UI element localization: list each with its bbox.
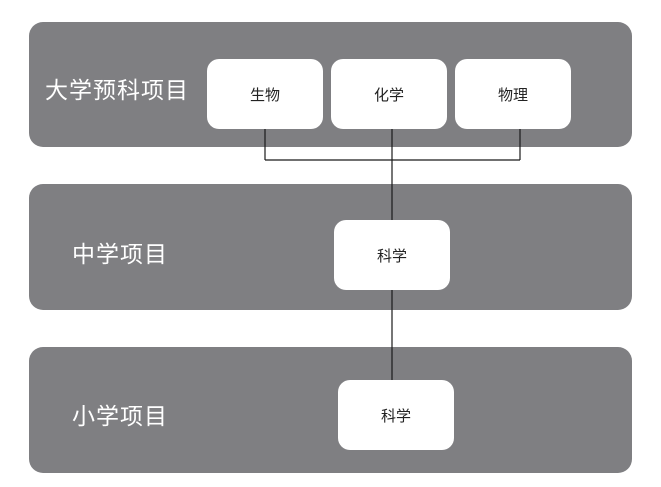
- middle-school-title: 中学项目: [72, 242, 168, 268]
- preuniversity-title: 大学预科项目: [45, 78, 189, 104]
- primary-school-science: 科学: [338, 380, 454, 450]
- subject-biology: 生物: [207, 59, 323, 129]
- subject-chemistry: 化学: [331, 59, 447, 129]
- primary-school-title: 小学项目: [72, 404, 168, 430]
- middle-school-science: 科学: [334, 220, 450, 290]
- middle-school-band: [29, 184, 632, 310]
- subject-physics: 物理: [455, 59, 571, 129]
- primary-school-band: [29, 347, 632, 473]
